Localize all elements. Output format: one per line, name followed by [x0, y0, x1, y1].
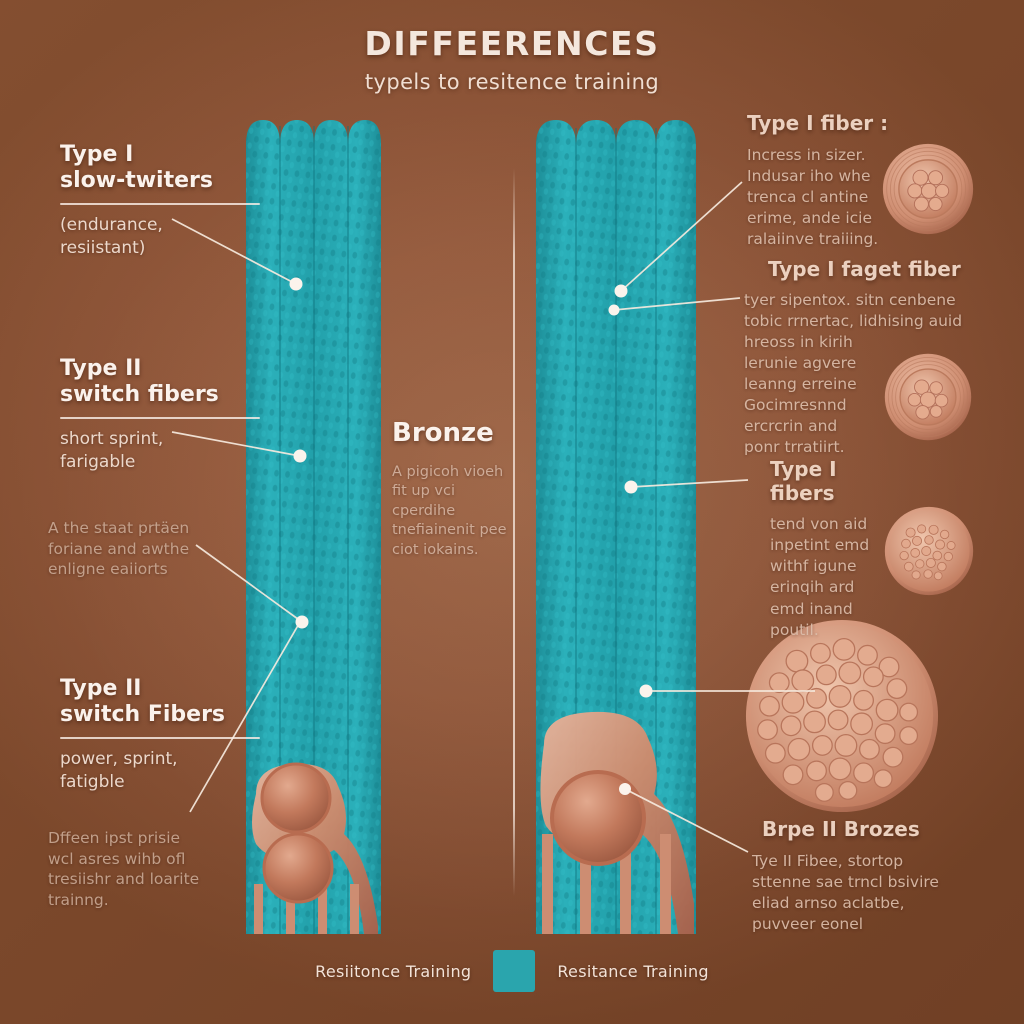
- right-type1-line1: Incress in sizer.: [747, 145, 866, 164]
- right-type1b-line1: tyer sipentox. sitn cenbene: [744, 290, 956, 309]
- note-bottom-line2: wcl asres wihb ofl: [48, 849, 186, 868]
- right-type1-line4: erime, ande icie: [747, 208, 872, 227]
- right-type2-line1: Tye II Fibee, stortop: [752, 851, 904, 870]
- bronze-body-line3: tnefiainenit pee: [392, 522, 507, 539]
- right-type1b-line7: ercrcrin and: [744, 417, 838, 436]
- legend: Resiitonce Training Resitance Training: [0, 950, 1024, 992]
- right-type1b-line5: leanng erreine: [744, 374, 857, 393]
- type2-short-heading-line1: Type II: [60, 356, 142, 381]
- right-type1b-line4: lerunie agvere: [744, 353, 857, 372]
- type2-short-body-line1: short sprint,: [60, 428, 164, 449]
- bronze-body-line4: ciot iokains.: [392, 541, 479, 558]
- label-right-type2-bronze: Brpe II Brozes Tye II Fibee, stortop stt…: [752, 817, 972, 935]
- type2-power-heading-line1: Type II: [60, 676, 142, 701]
- right-type1-heading: Type I fiber :: [747, 111, 889, 135]
- legend-left-label: Resiitonce Training: [315, 961, 472, 981]
- right-type1-line3: trenca cl antine: [747, 187, 869, 206]
- type1-body-line2: resiistant): [60, 237, 146, 258]
- right-type1-line5: ralaiinve traiiing.: [747, 229, 879, 248]
- right-type1c-line3: withf igune: [770, 557, 857, 576]
- right-type1-body: Incress in sizer. Indusar iho whe trenca…: [747, 145, 897, 250]
- type2-short-body-line2: farigable: [60, 451, 136, 472]
- bronze-body: A pigicoh vioeh fit up vci cperdihe tnef…: [392, 463, 514, 561]
- right-type1b-line2: tobic rrnertac, lidhising auid: [744, 311, 963, 330]
- right-type1c-body: tend von aid inpetint emd withf igune er…: [770, 514, 905, 640]
- right-type2-line3: eliad arnso aclatbe,: [752, 893, 905, 912]
- page-subtitle: typels to resitence training: [364, 70, 660, 94]
- type2-power-body-line1: power, sprint,: [60, 748, 178, 769]
- note-middle-line1: A the staat prtäen: [48, 519, 190, 537]
- divider-rule: [60, 416, 260, 419]
- note-bottom-line4: trainng.: [48, 890, 109, 909]
- note-middle-body: A the staat prtäen foriane and awthe enl…: [48, 518, 253, 580]
- right-type1b-line6: Gocimresnnd: [744, 395, 847, 414]
- right-type2-line4: puvveer eonel: [752, 914, 864, 933]
- label-right-type1-fibers: Type I fibers tend von aid inpetint emd …: [770, 457, 905, 641]
- type2-short-heading-line2: switch fibers: [60, 381, 219, 407]
- right-type1-line2: Indusar iho whe: [747, 166, 871, 185]
- label-type2-switch-fibers: Type II switch fibers short sprint, fari…: [60, 356, 260, 473]
- type2-power-body: power, sprint, fatigble: [60, 748, 260, 793]
- divider-rule: [60, 736, 260, 739]
- note-bottom-body: Dffeen ipst prisie wcl asres wihb ofl tr…: [48, 828, 253, 910]
- right-type1b-line3: hreoss in kirih: [744, 332, 853, 351]
- note-middle-left: A the staat prtäen foriane and awthe enl…: [48, 518, 253, 580]
- type2-power-body-line2: fatigble: [60, 771, 125, 792]
- muscle-fiber-bundle-left-icon: [246, 120, 381, 934]
- label-bronze: Bronze A pigicoh vioeh fit up vci cperdi…: [392, 418, 514, 560]
- vertical-divider: [513, 168, 515, 896]
- legend-right-label: Resitance Training: [557, 961, 709, 981]
- type1-body-line1: (endurance,: [60, 214, 163, 235]
- bronze-body-line2: fit up vci cperdihe: [392, 483, 456, 519]
- right-type1c-line2: inpetint emd: [770, 536, 870, 555]
- right-type1b-heading: Type I faget fiber: [768, 257, 961, 281]
- type1-heading-line2: slow-twiters: [60, 167, 213, 193]
- type2-power-heading-line2: switch Fibers: [60, 701, 226, 727]
- muscle-cross-section-dense-icon: [884, 506, 974, 596]
- right-type1c-line4: erinqih ard: [770, 578, 855, 597]
- divider-rule: [60, 202, 260, 205]
- type1-heading-line1: Type I: [60, 142, 134, 167]
- right-type1c-heading: Type I fibers: [770, 457, 837, 505]
- label-type1-slow-twitch: Type I slow-twiters (endurance, resiista…: [60, 142, 260, 259]
- label-right-type1-faget-fiber: Type I faget fiber tyer sipentox. sitn c…: [744, 257, 969, 459]
- muscle-cross-section-small-icon: [882, 143, 974, 235]
- note-bottom-line3: tresiishr and loarite: [48, 870, 200, 889]
- title-block: DIFFEERENCES typels to resitence trainin…: [0, 24, 1024, 94]
- muscle-cross-section-large-icon: [745, 619, 939, 813]
- muscle-cross-section-small-icon: [884, 353, 972, 441]
- bronze-body-line1: A pigicoh vioeh: [392, 463, 504, 480]
- note-middle-line3: enligne eaiiorts: [48, 560, 168, 579]
- type2-short-body: short sprint, farigable: [60, 428, 260, 473]
- right-type1b-body: tyer sipentox. sitn cenbene tobic rrnert…: [744, 290, 969, 459]
- legend-color-swatch: [493, 950, 536, 992]
- bronze-heading: Bronze: [392, 418, 494, 448]
- right-type2-heading: Brpe II Brozes: [762, 817, 920, 841]
- muscle-fiber-bundle-right-icon: [536, 120, 696, 934]
- right-type2-line2: sttenne sae trncl bsivire: [752, 872, 939, 891]
- right-type1c-line6: poutil.: [770, 620, 819, 639]
- right-type1c-line1: tend von aid: [770, 515, 868, 534]
- label-type2-power-fibers: Type II switch Fibers power, sprint, fat…: [60, 676, 260, 793]
- page-title: DIFFEERENCES: [364, 24, 660, 63]
- right-type2-body: Tye II Fibee, stortop sttenne sae trncl …: [752, 851, 972, 935]
- type2-power-heading: Type II switch Fibers: [60, 676, 260, 728]
- note-bottom-line1: Dffeen ipst prisie: [48, 829, 181, 847]
- right-type1b-line8: ponr trratiirt.: [744, 438, 845, 457]
- type2-short-heading: Type II switch fibers: [60, 356, 260, 408]
- note-middle-line2: foriane and awthe: [48, 539, 190, 558]
- type1-body: (endurance, resiistant): [60, 214, 260, 259]
- right-type1c-line5: emd inand: [770, 599, 853, 618]
- type1-heading: Type I slow-twiters: [60, 142, 260, 194]
- label-right-type1-fiber: Type I fiber : Incress in sizer. Indusar…: [747, 111, 897, 250]
- note-bottom-left: Dffeen ipst prisie wcl asres wihb ofl tr…: [48, 828, 253, 910]
